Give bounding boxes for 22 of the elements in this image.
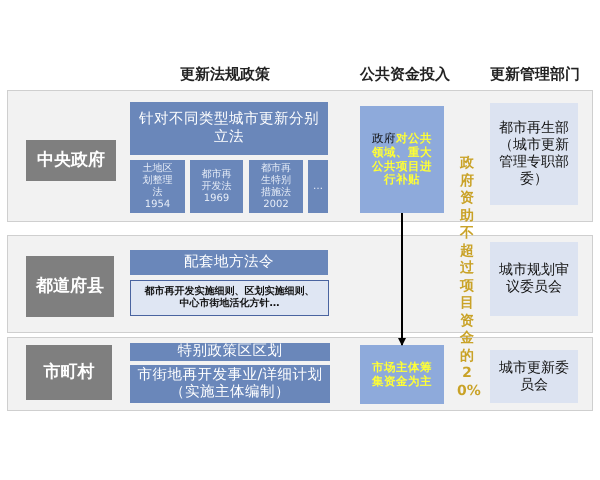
policy-box: 市街地再开发事业/详细计划（实施主体编制） xyxy=(130,365,330,403)
level-band xyxy=(7,90,593,222)
column-header: 更新管理部门 xyxy=(489,65,581,84)
law-box: 土地区划整理法 1954 xyxy=(130,160,185,213)
law-box: 都市再开发法 1969 xyxy=(190,160,243,213)
regulation-box: 都市再开发实施细则、区划实施细则、中心市街地活化方针… xyxy=(130,280,329,316)
policy-box: 配套地方法令 xyxy=(130,250,328,275)
column-header: 公共资金投入 xyxy=(358,65,451,84)
column-header: 更新法规政策 xyxy=(179,65,271,84)
law-box: … xyxy=(308,160,328,213)
funding-box: 政府对公共领域、重大公共项目进行补贴 xyxy=(360,106,444,213)
arrow xyxy=(398,213,406,346)
funding-box: 市场主体筹集资金为主 xyxy=(360,345,444,404)
level-box: 都道府县 xyxy=(26,256,114,317)
level-box: 中央政府 xyxy=(26,140,116,181)
policy-box: 特别政策区区划 xyxy=(130,343,330,361)
policy-box: 针对不同类型城市更新分别立法 xyxy=(130,102,328,155)
department-box: 城市规划审议委员会 xyxy=(490,242,578,316)
department-box: 都市再生部（城市更新管理专职部委） xyxy=(490,103,578,205)
level-box: 市町村 xyxy=(26,345,112,400)
department-box: 城市更新委员会 xyxy=(490,350,578,403)
law-box: 都市再生特别措施法 2002 xyxy=(249,160,303,213)
